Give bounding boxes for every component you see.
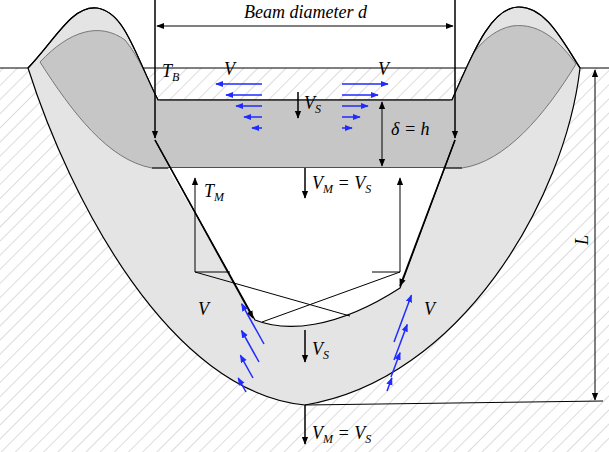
- reflected-rays-part: [372, 272, 400, 273]
- flow-arrows-blue-part: [391, 353, 400, 377]
- dimension-lines-part: [595, 70, 596, 400]
- dimension-label: Beam diameter d: [244, 3, 367, 21]
- velocity-label: VM = VS: [312, 424, 371, 442]
- laser-beam-part: [400, 140, 455, 286]
- flow-arrows-blue-part: [236, 105, 262, 107]
- flow-arrows-blue: [216, 84, 411, 392]
- flow-arrows-blue-part: [238, 378, 246, 392]
- velocity-label: V: [198, 300, 209, 318]
- velocity-label: VM = VS: [312, 174, 371, 192]
- reflected-rays-part: [400, 178, 401, 272]
- reflected-rays-part: [195, 178, 196, 272]
- velocity-arrows-black: [298, 92, 305, 444]
- reflected-rays-part: [262, 272, 400, 322]
- laser-beam-part: [155, 140, 253, 318]
- reflected-rays-part: [195, 272, 350, 316]
- laser-beam-part: [157, 26, 453, 27]
- flow-arrows-blue-part: [244, 116, 262, 118]
- dimension-lines-part: [382, 102, 383, 166]
- melt-pool: [28, 7, 580, 405]
- flow-arrows-blue-part: [226, 94, 262, 96]
- velocity-arrows-black-part: [304, 168, 306, 198]
- keyhole-cavity-part: [168, 168, 444, 326]
- flow-arrows-blue-part: [216, 83, 262, 85]
- velocity-arrows-black-part: [304, 330, 306, 362]
- flow-arrows-blue-part: [242, 331, 259, 362]
- laser-beam-part: [154, 0, 156, 138]
- melt-pool-part: [28, 7, 580, 405]
- flow-arrows-blue-part: [342, 105, 368, 107]
- flow-arrows-blue-part: [342, 116, 360, 118]
- velocity-arrows-black-part: [297, 92, 299, 118]
- dimension-lines: [305, 70, 603, 405]
- flow-arrows-blue-part: [240, 355, 253, 378]
- melt-pool-part: [40, 26, 576, 168]
- temperature-label: TB: [162, 62, 179, 80]
- laser-beam-part: [454, 0, 456, 138]
- flow-arrows-blue-part: [394, 324, 407, 360]
- dimension-lines-part: [305, 401, 603, 405]
- reflected-rays: [195, 178, 400, 322]
- reflected-rays-part: [195, 272, 230, 273]
- temperature-label: TM: [204, 182, 224, 200]
- laser-beam: [155, 0, 455, 318]
- velocity-label: VS: [304, 94, 321, 112]
- flow-arrows-blue-part: [387, 378, 392, 391]
- flow-arrows-blue-part: [342, 83, 388, 85]
- flow-arrows-blue-part: [342, 94, 378, 96]
- dimension-label: δ = h: [391, 120, 430, 138]
- velocity-arrows-black-part: [304, 405, 306, 444]
- flow-arrows-blue-part: [252, 127, 262, 129]
- dimension-label: L: [573, 235, 591, 245]
- velocity-label: V: [378, 60, 389, 78]
- velocity-label: V: [424, 300, 435, 318]
- velocity-label: VS: [312, 340, 329, 358]
- flow-arrows-blue-part: [342, 127, 352, 129]
- velocity-label: V: [224, 60, 235, 78]
